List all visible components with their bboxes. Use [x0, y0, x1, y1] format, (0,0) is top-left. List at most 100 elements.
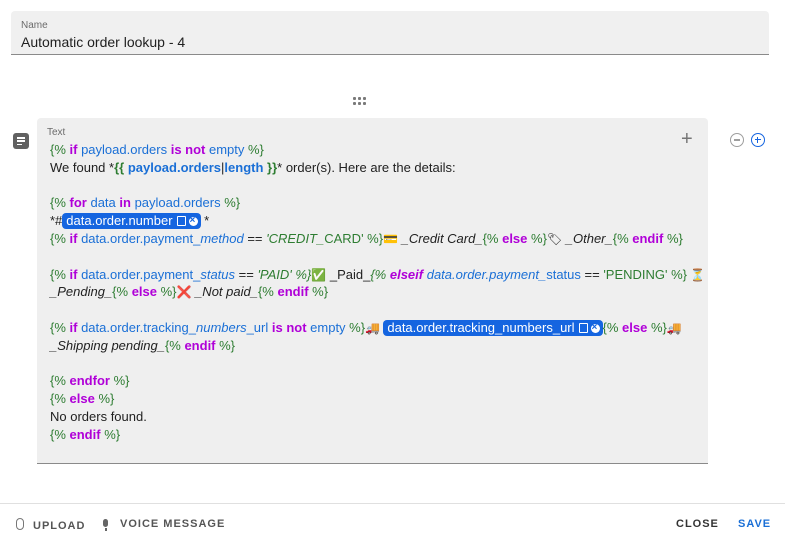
editor-line: {% endif %}: [50, 426, 690, 444]
template-token: {%: [50, 195, 70, 211]
template-token: _Other_: [562, 230, 613, 246]
template-token: %}: [94, 391, 115, 407]
copy-icon[interactable]: [176, 216, 186, 227]
name-label: Name: [21, 20, 48, 31]
editor-line: *#data.order.number *: [50, 212, 690, 230]
template-token: _Paid_: [326, 266, 371, 282]
template-token: endif: [69, 426, 101, 442]
paperclip-icon: [16, 518, 24, 530]
microphone-icon: [103, 519, 108, 531]
template-token: elseif: [389, 266, 424, 282]
voice-message-button[interactable]: VOICE MESSAGE: [103, 518, 225, 531]
template-token: else: [69, 391, 95, 407]
template-token: length: [224, 159, 264, 175]
template-token: {%: [50, 426, 70, 442]
editor-line: We found *{{ payload.orders|length }}* o…: [50, 159, 690, 177]
template-token: data.order.payment_: [77, 266, 201, 282]
template-token: ==: [235, 266, 258, 282]
template-token: No orders found.: [50, 408, 147, 424]
template-token: }}: [263, 159, 278, 175]
plus-icon[interactable]: +: [681, 128, 693, 150]
variable-chip[interactable]: data.order.number: [62, 213, 201, 230]
template-token: %}: [157, 284, 177, 300]
template-token: status: [200, 266, 236, 282]
template-token: 'PENDING' %}: [603, 266, 688, 282]
template-token: payload.orders: [77, 142, 171, 157]
template-token: payload.orders: [127, 159, 222, 175]
template-token: {%: [482, 230, 503, 246]
template-token: empty: [306, 319, 346, 335]
minus-circle-icon[interactable]: [730, 133, 744, 147]
template-token: %}: [109, 373, 130, 389]
emoji-icon: ✅: [311, 267, 327, 282]
remove-chip-icon[interactable]: [590, 320, 600, 336]
footer-divider: [0, 503, 785, 504]
editor-line: [50, 248, 690, 266]
template-token: *: [200, 213, 210, 229]
template-token: %}: [215, 337, 236, 353]
editor-line: {% if payload.orders is not empty %}: [50, 141, 690, 159]
emoji-icon: 🏷: [546, 231, 563, 246]
variable-chip[interactable]: data.order.tracking_numbers_url: [383, 319, 603, 336]
template-token: {%: [370, 266, 390, 282]
template-token: *#: [50, 213, 63, 229]
name-input[interactable]: Automatic order lookup - 4: [21, 34, 186, 50]
template-token: if: [69, 230, 78, 246]
editor-line: _Shipping pending_{% endif %}: [50, 337, 690, 355]
editor-line: _Pending_{% else %}❌ _Not paid_{% endif …: [50, 283, 690, 301]
template-token: 'PAID' %}: [257, 266, 312, 282]
template-token: _Credit Card_: [398, 230, 483, 246]
template-token: %}: [220, 195, 241, 211]
template-token: data: [86, 195, 120, 211]
template-token: {%: [164, 337, 185, 353]
template-token: ==: [580, 266, 604, 282]
template-token: endif: [277, 284, 309, 300]
close-button[interactable]: CLOSE: [676, 518, 719, 530]
text-block-label: Text: [47, 127, 66, 138]
template-token: in: [119, 195, 131, 211]
template-token: {{: [114, 159, 128, 175]
template-token: {%: [257, 284, 278, 300]
template-token: data.order.tracking_: [77, 319, 196, 335]
template-token: _Shipping pending_: [50, 337, 165, 353]
name-field[interactable]: Name Automatic order lookup - 4: [11, 11, 769, 55]
editor-line: {% endfor %}: [50, 372, 690, 390]
editor-line: {% if data.order.payment_method == 'CRED…: [50, 230, 690, 248]
template-token: empty: [205, 142, 245, 157]
text-block: Text + {% if payload.orders is not empty…: [37, 118, 708, 464]
template-token: %}: [647, 319, 667, 335]
template-token: is not: [170, 142, 206, 157]
template-token: 'CREDIT_: [266, 230, 325, 246]
template-token: {%: [50, 373, 70, 389]
template-token: for: [69, 195, 87, 211]
template-token: data.order.payment_: [77, 230, 201, 246]
remove-chip-icon[interactable]: [188, 213, 198, 229]
text-lines-icon: [13, 133, 29, 149]
editor-line: [50, 355, 690, 373]
template-token: {%: [50, 391, 70, 407]
copy-icon[interactable]: [578, 322, 588, 333]
template-token: {%: [612, 230, 633, 246]
template-token: {%: [50, 319, 70, 335]
template-token: We found *: [50, 159, 115, 175]
editor-line: [50, 301, 690, 319]
editor-line: {% for data in payload.orders %}: [50, 194, 690, 212]
drag-handle-icon[interactable]: [353, 97, 367, 105]
template-token: endif: [184, 337, 216, 353]
template-token: if: [69, 319, 78, 335]
save-button[interactable]: SAVE: [738, 518, 772, 530]
template-token: CARD' %}: [324, 230, 384, 246]
template-token: {%: [50, 142, 70, 157]
plus-circle-icon[interactable]: [751, 133, 765, 147]
editor-line: {% if data.order.payment_status == 'PAID…: [50, 266, 705, 284]
template-token: ==: [243, 230, 267, 246]
template-editor[interactable]: {% if payload.orders is not empty %}We f…: [50, 141, 705, 444]
upload-button[interactable]: UPLOAD: [16, 518, 85, 532]
emoji-icon: 💳: [383, 231, 399, 246]
template-token: _Pending_: [50, 284, 113, 300]
template-token: |: [221, 159, 225, 175]
template-token: if: [69, 266, 78, 282]
template-token: else: [502, 230, 528, 246]
template-token: {%: [602, 319, 623, 335]
template-token: _Not paid_: [191, 284, 258, 300]
